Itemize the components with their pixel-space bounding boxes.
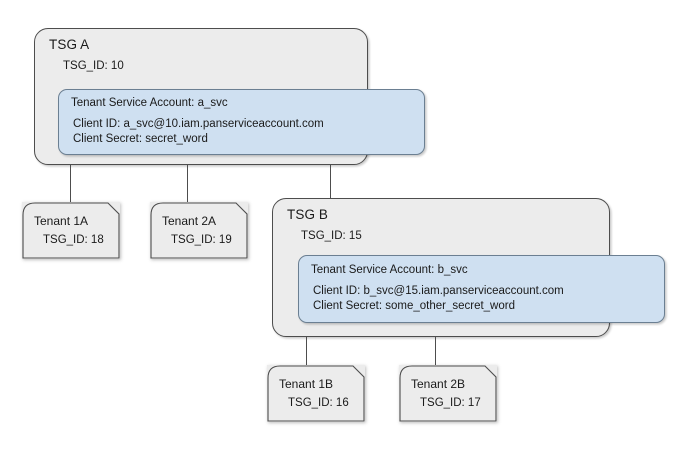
service-account-client-id-b: Client ID: b_svc@15.iam.panserviceaccoun…: [313, 285, 564, 297]
tenant-node-tenant-1a[interactable]: Tenant 1A TSG_ID: 18: [22, 202, 120, 259]
tenant-id-tenant-1a: TSG_ID: 18: [43, 234, 104, 246]
tenant-name-tenant-1b: Tenant 1B: [279, 377, 334, 391]
tenant-node-tenant-1b[interactable]: Tenant 1B TSG_ID: 16: [267, 365, 365, 422]
service-account-client-secret-b: Client Secret: some_other_secret_word: [313, 300, 515, 312]
connector-tsg-b-to-tenant-2b: [435, 337, 437, 365]
group-id-tsg-b: TSG_ID: 15: [301, 230, 362, 242]
tenant-shape-icon: [150, 202, 248, 259]
group-title-tsg-b: TSG B: [287, 207, 329, 222]
service-account-heading-a: Tenant Service Account: a_svc: [71, 97, 228, 109]
tenant-name-tenant-1a: Tenant 1A: [34, 214, 89, 228]
connector-tsg-a-to-tenant-2a: [187, 165, 189, 202]
tenant-shape-icon: [399, 365, 497, 422]
service-account-heading-b: Tenant Service Account: b_svc: [311, 264, 468, 276]
tenant-id-tenant-1b: TSG_ID: 16: [288, 397, 349, 409]
tenant-shape-icon: [22, 202, 120, 259]
tenant-id-tenant-2b: TSG_ID: 17: [420, 397, 481, 409]
tenant-name-tenant-2a: Tenant 2A: [162, 214, 217, 228]
connector-tsg-b-to-tenant-1b: [306, 337, 308, 365]
group-title-tsg-a: TSG A: [49, 37, 90, 52]
tenant-node-tenant-2b[interactable]: Tenant 2B TSG_ID: 17: [399, 365, 497, 422]
connector-tsg-a-to-tsg-b: [330, 165, 332, 198]
service-account-client-secret-a: Client Secret: secret_word: [73, 133, 208, 145]
connector-tsg-a-to-tenant-1a: [70, 165, 72, 202]
tenant-shape-icon: [267, 365, 365, 422]
service-account-box-b[interactable]: Tenant Service Account: b_svc Client ID:…: [298, 255, 665, 323]
service-account-box-a[interactable]: Tenant Service Account: a_svc Client ID:…: [58, 89, 425, 155]
tenant-id-tenant-2a: TSG_ID: 19: [171, 234, 232, 246]
tenant-node-tenant-2a[interactable]: Tenant 2A TSG_ID: 19: [150, 202, 248, 259]
service-account-client-id-a: Client ID: a_svc@10.iam.panserviceaccoun…: [73, 118, 324, 130]
tenant-name-tenant-2b: Tenant 2B: [411, 377, 466, 391]
group-id-tsg-a: TSG_ID: 10: [63, 60, 124, 72]
